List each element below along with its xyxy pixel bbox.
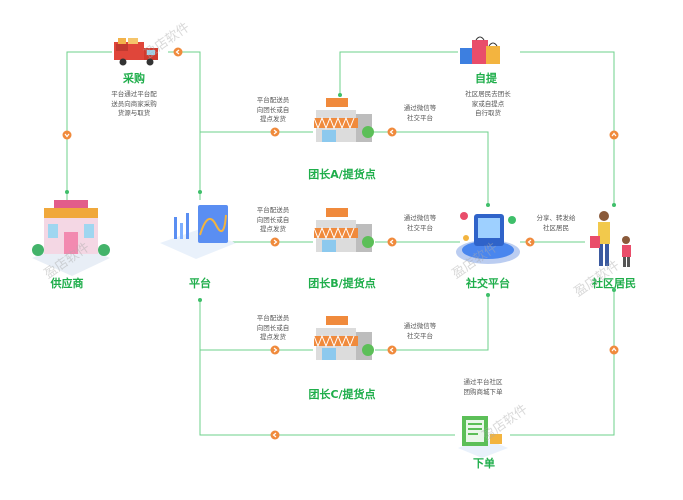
wechat-label-a: 通过微信等 社交平台 — [403, 104, 437, 122]
arrow-right-icon — [270, 345, 280, 355]
shop-icon — [313, 98, 374, 142]
residents-icon — [590, 211, 631, 267]
dispatch-label-a: 平台配送员 向团长或自 提点发货 — [256, 96, 290, 123]
line-pickup-residents — [520, 51, 615, 205]
order-description: 通过平台社区 团购商城下单 — [463, 378, 503, 396]
junction-dot — [612, 288, 616, 292]
node-title-pickup: 自提 — [475, 72, 497, 85]
arrow-right-icon — [270, 237, 280, 247]
shopping-bags-icon — [460, 36, 500, 64]
junction-dot — [198, 190, 202, 194]
dispatch-label-b: 平台配送员 向团长或自 提点发货 — [256, 206, 290, 233]
line-residents-order — [510, 290, 615, 436]
line-supplier-purchase — [66, 51, 112, 200]
node-title-social: 社交平台 — [466, 277, 510, 290]
supplier-store-icon — [32, 200, 110, 276]
arrow-left-icon — [525, 237, 535, 247]
flow-arrows — [62, 47, 619, 440]
arrow-up-icon — [609, 345, 619, 355]
arrow-left-icon — [270, 430, 280, 440]
junction-dot — [486, 293, 490, 297]
junction-dot — [486, 203, 490, 207]
line-order-platform — [199, 300, 455, 436]
node-title-platform: 平台 — [189, 277, 211, 290]
node-title-order: 下单 — [473, 457, 495, 470]
purchase-description: 平台通过平台配 送员向商家采购 货源与取货 — [111, 90, 157, 117]
line-leader-c-social — [375, 295, 489, 351]
wechat-label-c: 通过微信等 社交平台 — [403, 322, 437, 340]
node-title-leader-c: 团长C/提货点 — [308, 388, 376, 401]
arrow-right-icon — [270, 127, 280, 137]
junction-dot — [612, 203, 616, 207]
line-purchase-platform — [168, 51, 201, 200]
arrow-down-icon — [62, 130, 72, 140]
dispatch-label-c: 平台配送员 向团长或自 提点发货 — [256, 314, 290, 341]
node-title-purchase: 采购 — [123, 72, 145, 85]
node-title-leader-b: 团长B/提货点 — [308, 277, 376, 290]
junction-dot — [65, 190, 69, 194]
share-label: 分享、转发给 社区居民 — [536, 214, 576, 232]
junction-dots — [65, 93, 616, 302]
arrow-left-icon — [387, 237, 397, 247]
node-title-leader-a: 团长A/提货点 — [308, 168, 376, 181]
wechat-label-b: 通过微信等 社交平台 — [403, 214, 437, 232]
arrow-left-icon — [387, 127, 397, 137]
delivery-truck-icon — [114, 38, 158, 66]
arrow-left-icon — [387, 345, 397, 355]
shop-icon — [313, 208, 374, 252]
node-title-supplier: 供应商 — [50, 277, 84, 290]
pickup-description: 社区居民去团长 家或自提点 自行取货 — [465, 90, 511, 117]
arrow-up-icon — [609, 130, 619, 140]
arrow-left-icon — [173, 47, 183, 57]
junction-dot — [198, 298, 202, 302]
line-leader-a-social — [370, 131, 489, 205]
shop-icon — [313, 316, 374, 360]
platform-chart-icon — [160, 205, 236, 259]
social-platform-icon — [456, 212, 520, 264]
order-board-icon — [458, 416, 508, 458]
node-title-residents: 社区居民 — [592, 277, 636, 290]
line-pickup-leader-a — [339, 51, 458, 95]
junction-dot — [338, 93, 342, 97]
